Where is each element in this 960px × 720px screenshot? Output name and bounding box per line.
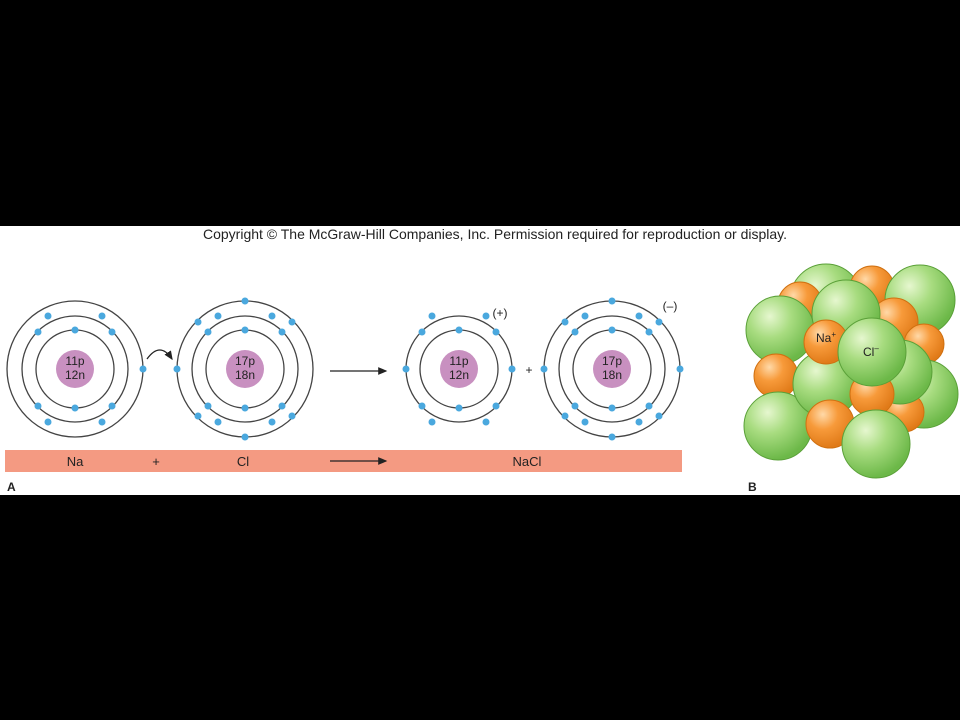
equation-sodium: Na [67, 454, 84, 469]
crystal-lattice [743, 263, 959, 479]
atom-sodium: 11p 12n [6, 300, 147, 438]
electrons [402, 312, 516, 426]
atom-chlorine: 17p 18n [173, 297, 314, 441]
neutron-count: 12n [449, 368, 469, 382]
shell-2 [558, 315, 666, 423]
ion-sodium: 11p 12n (+) [402, 306, 516, 426]
sodium-ion-label: Na+ [816, 330, 836, 345]
chloride-sphere-labeled [837, 317, 907, 387]
proton-count: 11p [65, 354, 84, 368]
proton-count: 17p [602, 354, 622, 368]
nucleus [593, 350, 631, 388]
electrons [173, 297, 296, 441]
chloride-sphere [841, 409, 911, 479]
charge-label: (–) [663, 299, 678, 313]
electron-transfer-arrow [146, 349, 173, 361]
charge-label: (+) [493, 306, 508, 320]
neutron-count: 18n [602, 368, 622, 382]
neutron-count: 12n [65, 368, 85, 382]
equation-plus: + [152, 454, 160, 469]
panel-a-label: A [7, 480, 16, 494]
proton-count: 17p [235, 354, 255, 368]
equation-product: NaCl [513, 454, 542, 469]
figure-panel: Copyright © The McGraw-Hill Companies, I… [0, 226, 960, 495]
electrons [34, 312, 147, 426]
ion-chlorine: 17p 18n (–) [540, 297, 684, 441]
chloride-ion-label: Cl– [863, 344, 879, 359]
nucleus [56, 350, 94, 388]
sodium-sphere [753, 353, 799, 399]
shell-2 [191, 315, 299, 423]
nucleus [226, 350, 264, 388]
chloride-sphere [745, 295, 815, 365]
panel-b-label: B [748, 480, 757, 494]
equation-chlorine: Cl [237, 454, 249, 469]
ion-plus-sign: + [525, 363, 532, 377]
electrons [540, 297, 684, 441]
nucleus [440, 350, 478, 388]
neutron-count: 18n [235, 368, 255, 382]
copyright-text: Copyright © The McGraw-Hill Companies, I… [202, 226, 788, 242]
proton-count: 11p [449, 354, 468, 368]
figure-svg: 11p 12n 17p 18n [5, 263, 959, 494]
copyright-notice: Copyright © The McGraw-Hill Companies, I… [0, 226, 960, 242]
shell-2 [21, 315, 129, 423]
